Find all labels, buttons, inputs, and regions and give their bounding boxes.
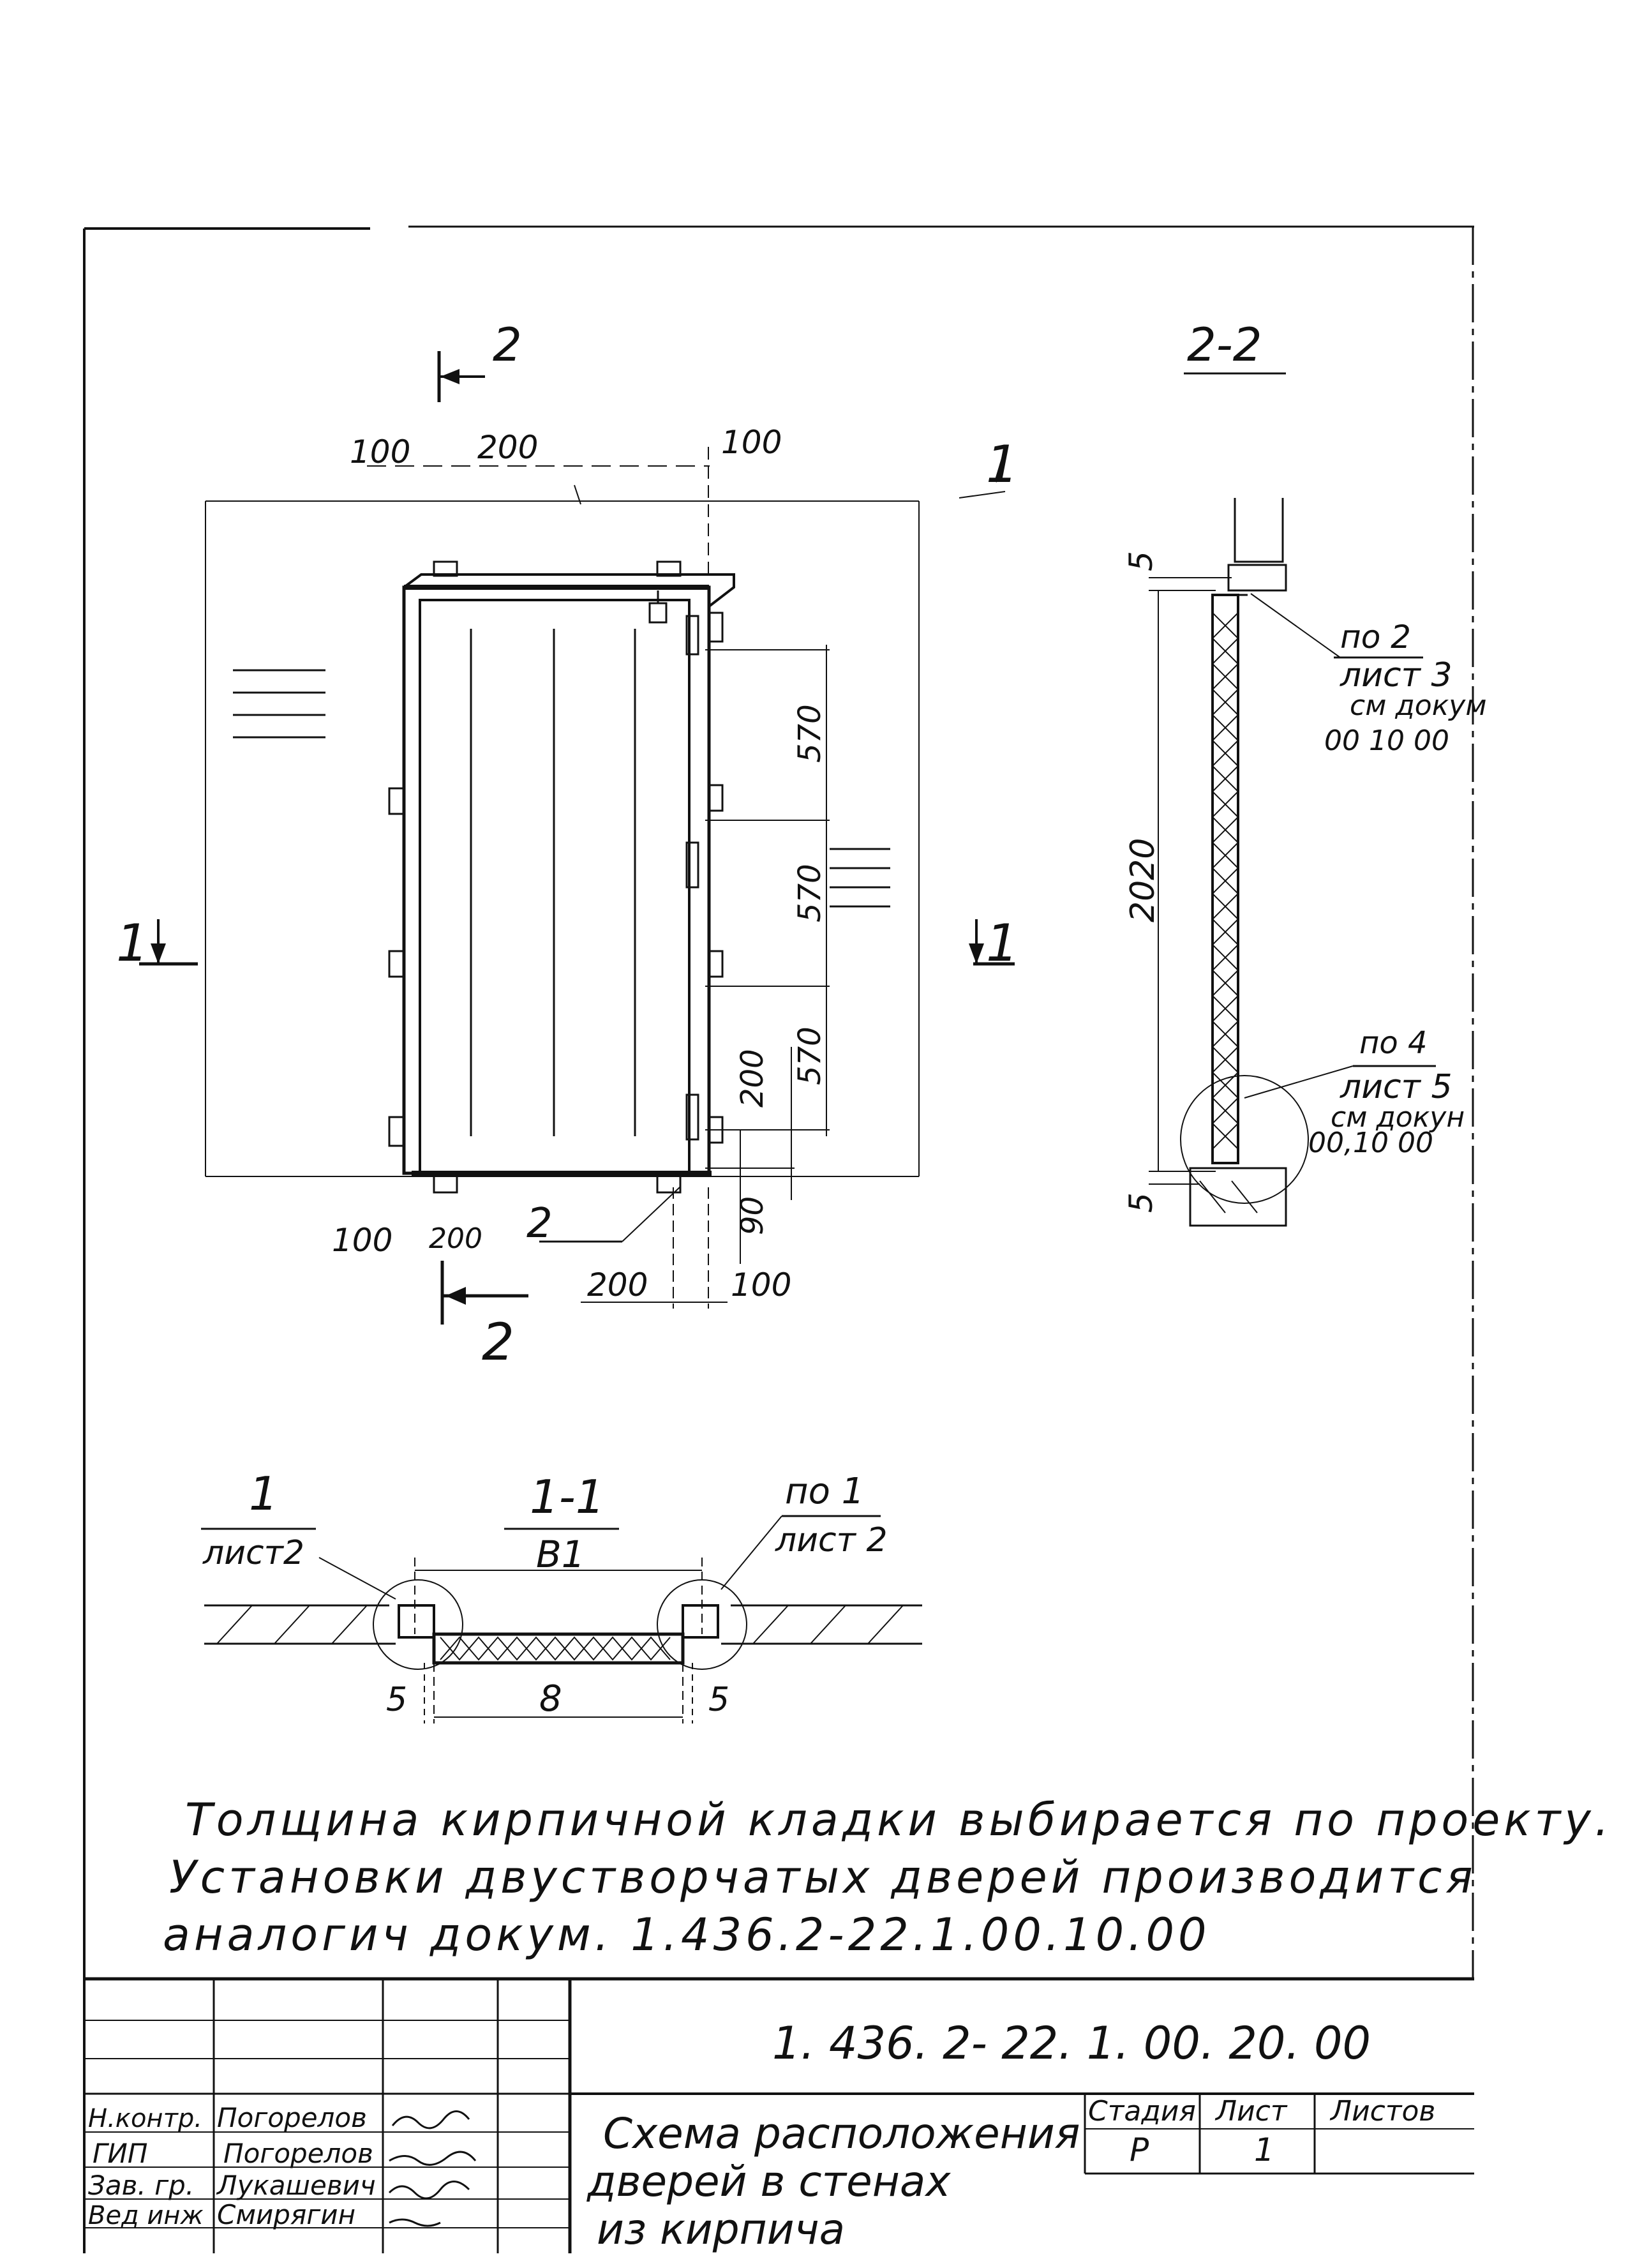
section-1-1: 1-1 B1 1 лист2 bbox=[201, 1467, 922, 1724]
section-1-1-title: 1-1 bbox=[530, 1470, 605, 1524]
general-notes: Толщина кирпичной кладки выбирается по п… bbox=[163, 1794, 1613, 1961]
dim-bottom-hinge: 200 bbox=[735, 1049, 770, 1108]
note-line-3: аналогич докум. 1.436.2-22.1.00.10.00 bbox=[163, 1909, 1211, 1961]
section-1-1-dim-right: 5 bbox=[708, 1681, 729, 1719]
signer-role-2: ГИП bbox=[93, 2138, 147, 2169]
section-2-2-note-top-4: 00 10 00 bbox=[1324, 725, 1449, 757]
right-wall-hatch bbox=[752, 1605, 904, 1644]
title-line-1: Схема расположения bbox=[603, 2109, 1080, 2158]
section-1-1-right-ref-num: по 1 bbox=[785, 1471, 864, 1512]
section-2-2-title: 2-2 bbox=[1187, 318, 1262, 372]
signer-name-2: Погорелов bbox=[223, 2138, 373, 2169]
leader-item-2: 2 bbox=[526, 1200, 553, 1247]
section-cut-2-bottom: 2 bbox=[440, 1261, 528, 1372]
section-2-2: 2-2 5 2020 5 по 2 лист 3 см докум 00 10 … bbox=[1123, 318, 1487, 1227]
section-2-2-note-bottom-4: 00,10 00 bbox=[1308, 1127, 1433, 1159]
signer-name-3: Лукашевич bbox=[216, 2170, 376, 2201]
col-stage: Стадия bbox=[1088, 2095, 1196, 2128]
dim-top-right: 100 bbox=[721, 424, 782, 461]
signer-role-3: Зав. гр. bbox=[88, 2170, 194, 2201]
section-2-2-note-top-1: по 2 bbox=[1340, 619, 1411, 656]
note-line-1: Толщина кирпичной кладки выбирается по п… bbox=[185, 1794, 1613, 1846]
section-2-2-note-bottom-1: по 4 bbox=[1359, 1025, 1428, 1061]
signer-role-1: Н.контр. bbox=[88, 2104, 202, 2133]
signer-name-1: Погорелов bbox=[217, 2102, 367, 2133]
col-sheets: Листов bbox=[1329, 2095, 1435, 2128]
dim-hinge-1: 570 bbox=[792, 704, 828, 763]
dim-hinge-2: 570 bbox=[792, 864, 828, 922]
left-wall-hatch bbox=[216, 1605, 368, 1644]
section-1-1-dim-left: 5 bbox=[386, 1681, 407, 1719]
note-line-2: Установки двустворчатых дверей производи… bbox=[169, 1851, 1477, 1904]
section-1-1-left-ref-num: 1 bbox=[249, 1467, 278, 1521]
col-sheet: Лист bbox=[1214, 2095, 1288, 2128]
dim-bottom-left-200: 200 bbox=[429, 1222, 482, 1255]
sheet-frame bbox=[83, 225, 1474, 2253]
dim-hinge-3: 570 bbox=[792, 1026, 828, 1085]
stage-value: Р bbox=[1130, 2131, 1149, 2168]
section-1-1-dim-mid: 8 bbox=[539, 1678, 562, 1720]
section-mark-1-right: 1 bbox=[986, 913, 1019, 973]
doc-code: 1. 436. 2- 22. 1. 00. 20. 00 bbox=[772, 2017, 1371, 2069]
section-mark-2-bottom: 2 bbox=[482, 1312, 514, 1372]
right-dimension-chain bbox=[705, 645, 830, 1264]
dim-bottom-right-100: 100 bbox=[731, 1266, 791, 1303]
title-block: 1. 436. 2- 22. 1. 00. 20. 00 Схема распо… bbox=[84, 1977, 1474, 2254]
section-1-1-width-label: B1 bbox=[536, 1533, 585, 1576]
sheet-value: 1 bbox=[1254, 2131, 1274, 2168]
dim-bottom-left: 100 bbox=[332, 1222, 392, 1259]
title-line-2: дверей в стенах bbox=[586, 2157, 951, 2206]
section-2-2-dim-height: 2020 bbox=[1124, 838, 1162, 922]
section-cut-1-left: 1 bbox=[116, 913, 198, 973]
section-1-1-right-ref-sheet: лист 2 bbox=[775, 1521, 888, 1559]
section-mark-1-left: 1 bbox=[116, 913, 149, 973]
dim-top-left: 100 bbox=[350, 433, 410, 470]
section-2-2-note-top-3: см докум bbox=[1350, 689, 1487, 722]
section-1-1-left-ref-sheet: лист2 bbox=[202, 1534, 304, 1572]
front-view: 2 2 1 1 1 2 100 bbox=[116, 318, 1019, 1372]
section-2-2-note-top-2: лист 3 bbox=[1340, 656, 1452, 695]
top-dimension-chain bbox=[367, 447, 710, 581]
signer-name-4: Смирягин bbox=[217, 2199, 355, 2230]
section-2-2-dim-top: 5 bbox=[1123, 551, 1160, 571]
section-cut-1-right: 1 bbox=[969, 913, 1019, 973]
section-2-2-dim-bottom: 5 bbox=[1123, 1192, 1160, 1213]
section-cut-2-top: 2 bbox=[437, 318, 522, 402]
dim-top-mid: 200 bbox=[477, 429, 538, 466]
dim-bottom-right-200: 200 bbox=[587, 1266, 648, 1303]
leader-item-1: 1 bbox=[986, 435, 1019, 494]
section-mark-2-top: 2 bbox=[493, 318, 522, 372]
brick-hatch bbox=[233, 669, 890, 908]
signer-role-4: Вед инж bbox=[88, 2201, 204, 2230]
handwritten-signatures bbox=[388, 2110, 477, 2227]
section-2-2-note-bottom-3: см докун bbox=[1331, 1101, 1465, 1134]
door-section-hatch bbox=[1211, 612, 1239, 1150]
section-2-2-note-bottom-2: лист 5 bbox=[1340, 1068, 1452, 1106]
dim-bottom-gap: 90 bbox=[735, 1196, 770, 1235]
title-line-3: из кирпича bbox=[597, 2205, 845, 2254]
